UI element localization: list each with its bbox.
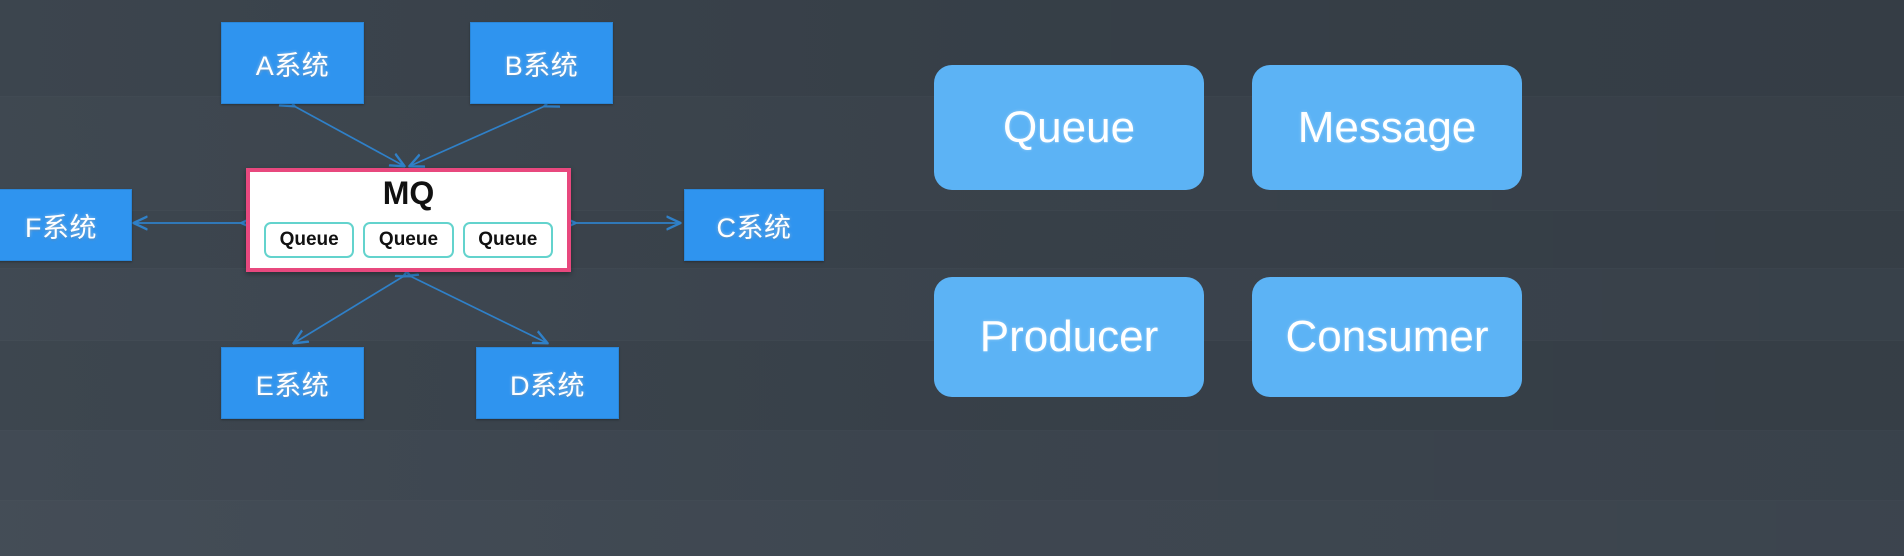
- mq-node[interactable]: MQ Queue Queue Queue: [246, 168, 571, 272]
- system-box-c[interactable]: C系统: [684, 189, 824, 261]
- system-box-b-label: B系统: [504, 50, 579, 81]
- system-box-e-label: E系统: [255, 370, 330, 401]
- system-box-f[interactable]: F系统: [0, 189, 132, 261]
- system-box-a-label: A系统: [255, 50, 330, 81]
- queue-chip[interactable]: Queue: [363, 222, 454, 258]
- background-band: [0, 500, 1904, 501]
- queue-chip-label: Queue: [279, 229, 339, 250]
- concept-card-consumer[interactable]: Consumer: [1252, 277, 1522, 397]
- concept-card-message[interactable]: Message: [1252, 65, 1522, 190]
- system-box-c-label: C系统: [716, 212, 792, 243]
- concept-card-producer[interactable]: Producer: [934, 277, 1204, 397]
- system-box-d-label: D系统: [510, 370, 585, 401]
- system-box-b[interactable]: B系统: [470, 22, 613, 104]
- queue-chip[interactable]: Queue: [264, 222, 355, 258]
- concept-card-message-label: Message: [1297, 102, 1477, 152]
- queue-chip-label: Queue: [478, 229, 538, 250]
- queue-chip[interactable]: Queue: [462, 222, 553, 258]
- queue-chip-label: Queue: [378, 229, 439, 250]
- mq-queue-list: Queue Queue Queue: [264, 222, 553, 258]
- background-band: [0, 430, 1904, 431]
- system-box-d[interactable]: D系统: [476, 347, 619, 419]
- system-box-f-label: F系统: [25, 212, 97, 243]
- concept-card-queue-label: Queue: [1002, 102, 1136, 152]
- concept-card-producer-label: Producer: [979, 312, 1159, 361]
- mq-title: MQ: [382, 175, 435, 211]
- system-box-e[interactable]: E系统: [221, 347, 364, 419]
- system-box-a[interactable]: A系统: [221, 22, 364, 104]
- concept-card-consumer-label: Consumer: [1285, 312, 1489, 361]
- concept-card-queue[interactable]: Queue: [934, 65, 1204, 190]
